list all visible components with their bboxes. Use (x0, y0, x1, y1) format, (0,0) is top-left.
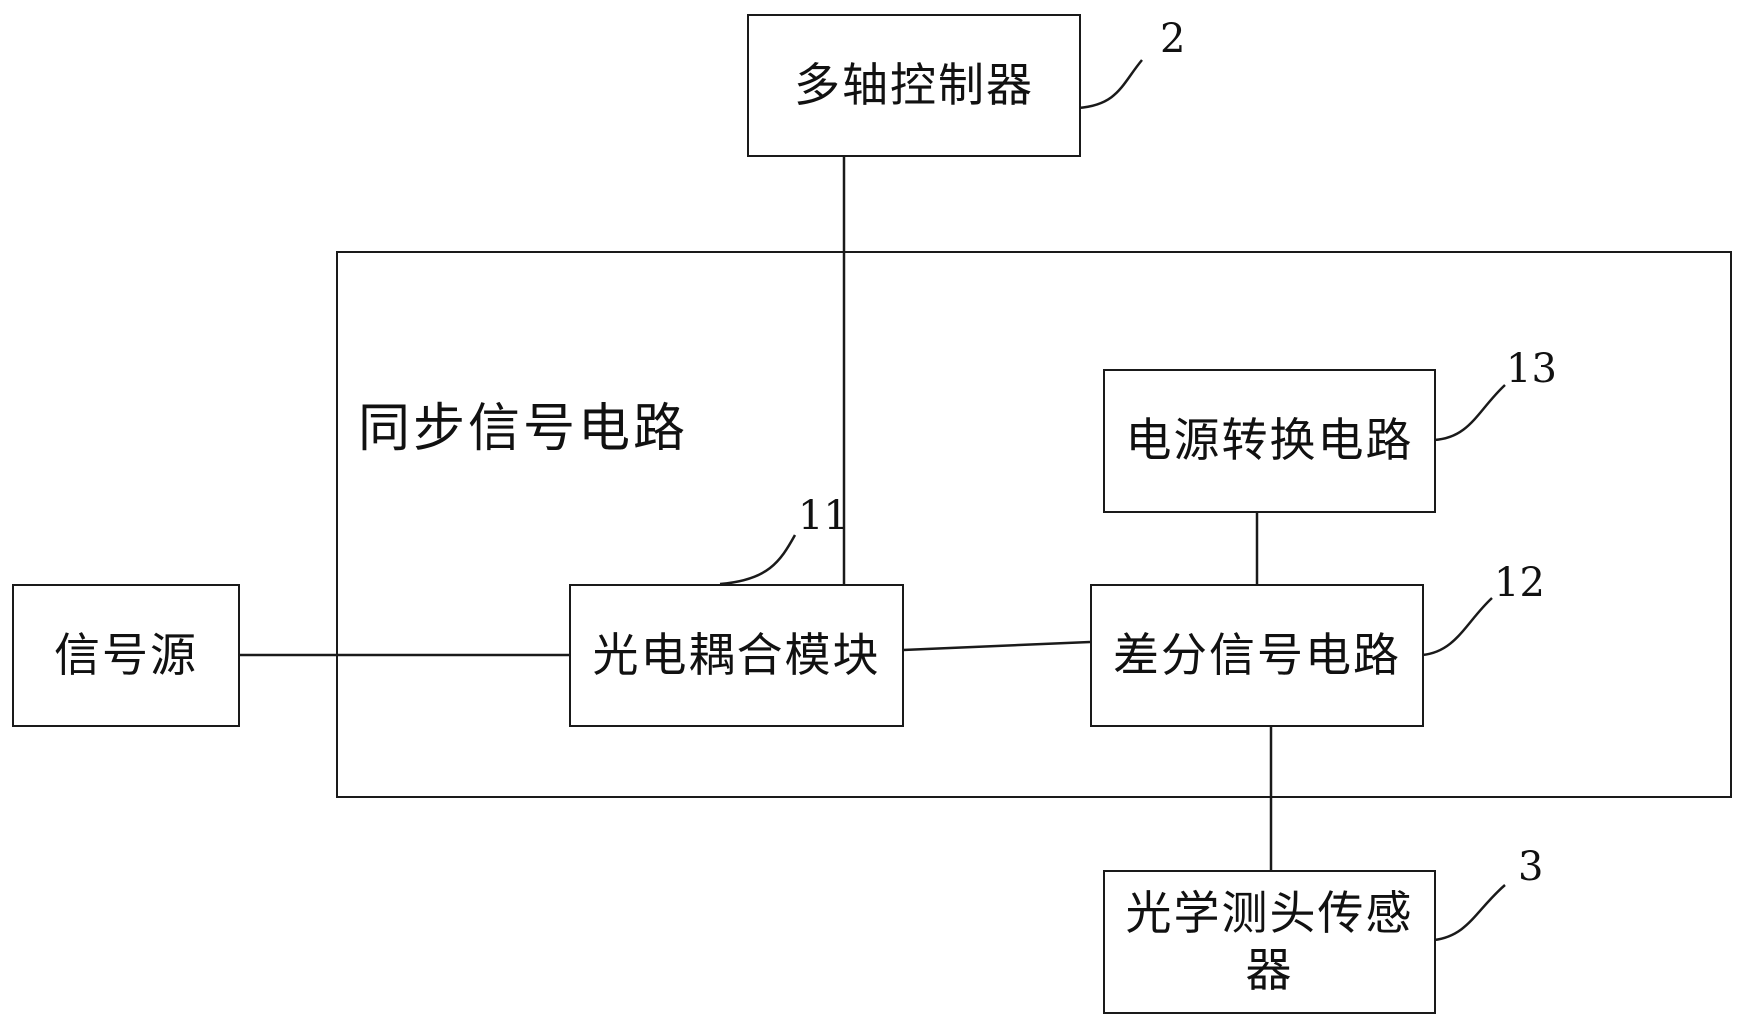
ref-numeral-13: 13 (1506, 346, 1557, 392)
power-conversion-circuit-block: 电源转换电路 (1103, 369, 1436, 513)
multi-axis-controller-block: 多轴控制器 (747, 14, 1081, 157)
optical-probe-sensor-label: 光学测头传感器 (1125, 885, 1414, 998)
differential-signal-circuit-block: 差分信号电路 (1090, 584, 1424, 727)
sync-circuit-frame (336, 251, 1732, 798)
ref-numeral-3: 3 (1518, 844, 1544, 890)
ref-numeral-12: 12 (1494, 560, 1545, 606)
leader-ref-13 (1433, 384, 1506, 442)
ref-numeral-2: 2 (1160, 16, 1186, 62)
leader-ref-12 (1421, 597, 1493, 657)
optical-probe-sensor-block: 光学测头传感器 (1103, 870, 1436, 1014)
leader-ref-11 (719, 534, 797, 586)
leader-ref-3 (1433, 884, 1506, 942)
line-optocoupler-to-differential (902, 640, 1091, 652)
signal-source-block: 信号源 (12, 584, 240, 727)
optocoupler-module-block: 光电耦合模块 (569, 584, 904, 727)
sync-circuit-title: 同步信号电路 (358, 399, 689, 459)
leader-ref-2 (1077, 59, 1143, 110)
ref-numeral-11: 11 (798, 493, 849, 539)
